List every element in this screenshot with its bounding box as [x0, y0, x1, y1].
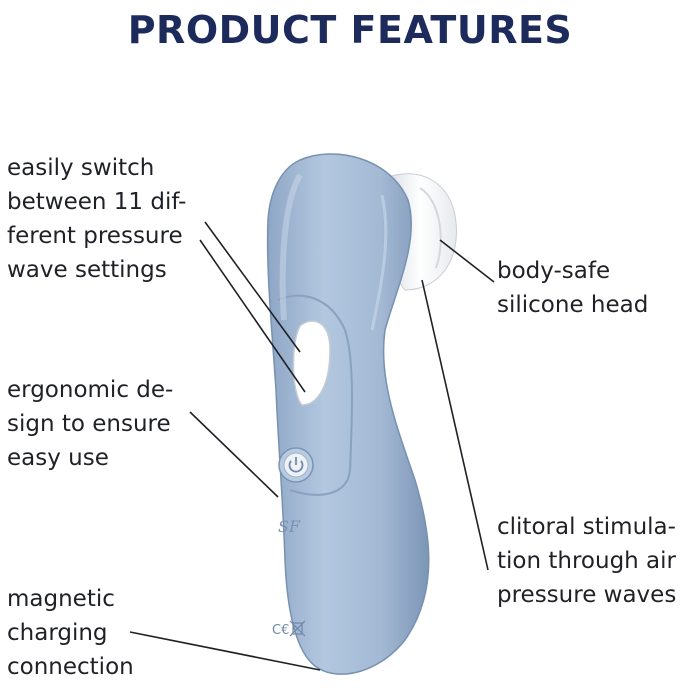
feature-ergonomic-design: ergonomic de- sign to ensure easy use	[7, 373, 173, 475]
feature-line: magnetic	[7, 586, 115, 612]
power-icon	[278, 447, 314, 483]
feature-line: tion through air	[497, 548, 676, 574]
feature-line: pressure waves	[497, 582, 677, 608]
brand-logo: SF	[278, 517, 301, 536]
feature-line: body-safe	[497, 258, 611, 284]
feature-line: wave settings	[7, 257, 167, 283]
feature-pressure-settings: easily switch between 11 dif- ferent pre…	[7, 151, 186, 287]
feature-line: silicone head	[497, 292, 649, 318]
feature-line: clitoral stimula-	[497, 514, 676, 540]
feature-magnetic-charging: magnetic charging connection	[7, 582, 134, 684]
feature-silicone-head: body-safe silicone head	[497, 254, 648, 322]
feature-line: between 11 dif-	[7, 189, 187, 215]
ce-mark-icon: C€	[272, 623, 289, 638]
leader-line-magnetic	[129, 631, 321, 671]
feature-line: charging	[7, 620, 108, 646]
feature-line: ferent pressure	[7, 223, 183, 249]
feature-line: connection	[7, 654, 134, 680]
leader-line-pressure-1	[204, 221, 301, 353]
leader-lines	[129, 221, 495, 671]
leader-line-ergonomic	[189, 411, 279, 498]
device-body	[266, 153, 430, 675]
recycle-bin-icon	[289, 620, 306, 637]
feature-line: ergonomic de-	[7, 377, 174, 403]
feature-line: sign to ensure	[7, 411, 171, 437]
leader-line-silicone	[439, 239, 495, 283]
feature-line: easy use	[7, 445, 109, 471]
feature-line: easily switch	[7, 155, 155, 181]
leader-line-air-pressure	[421, 279, 489, 571]
svg-text:C€: C€	[272, 623, 289, 638]
leader-line-pressure-2	[199, 239, 306, 393]
pressure-wave-button	[292, 320, 331, 406]
feature-air-pressure: clitoral stimula- tion through air press…	[497, 510, 676, 612]
page-title: PRODUCT FEATURES	[127, 8, 573, 52]
